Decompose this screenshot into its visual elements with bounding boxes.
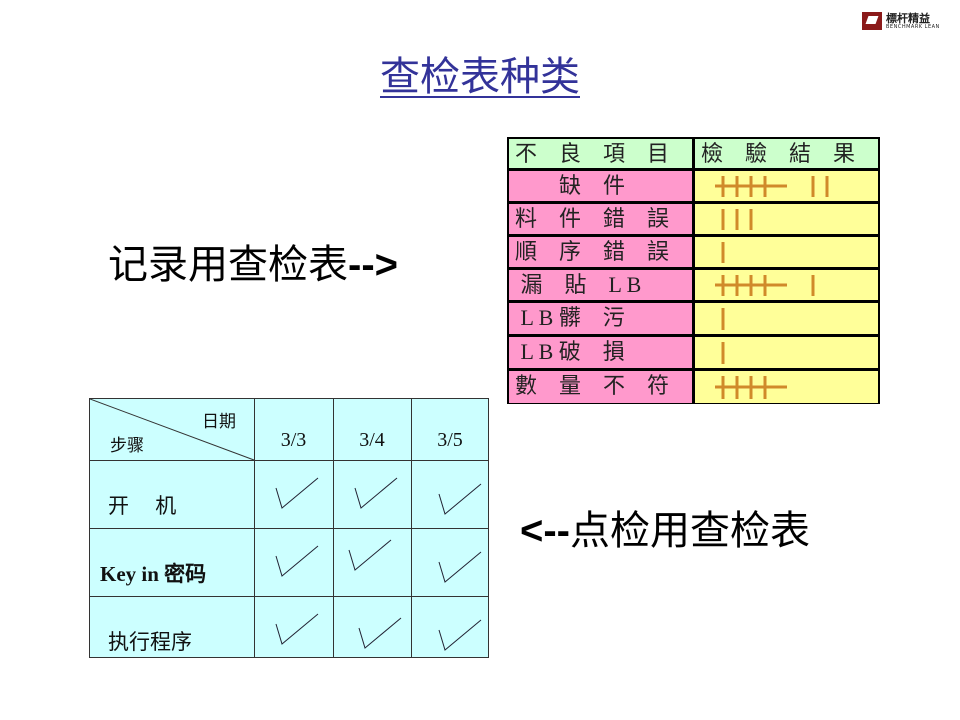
header-cell: 不 良 項 目 [509, 139, 692, 168]
step-label: 执行程序 [108, 630, 192, 654]
title-text: 查检表种类 [380, 54, 580, 100]
tally-marks [715, 176, 829, 197]
tally-marks [721, 242, 725, 263]
tally-result-cell [695, 371, 878, 403]
tally-result-cell [695, 303, 878, 334]
defect-item-cell: 料 件 錯 誤 [509, 204, 692, 234]
corner-date-label: 日期 [202, 412, 236, 432]
checkmark-icon [438, 483, 482, 515]
logo-subtext: BENCHMARK LEAN [886, 24, 940, 30]
step-label: Key in 密码 [100, 562, 207, 586]
checkmark-icon [275, 477, 319, 509]
tally-result-cell [695, 204, 878, 234]
checkmark-icon [275, 545, 319, 577]
record-checklist-table: 不 良 項 目檢 驗 結 果 缺 件料 件 錯 誤順 序 錯 誤 漏 貼 L B… [507, 137, 880, 404]
label-text: 点检用查检表 [570, 508, 810, 554]
row-divider [90, 460, 488, 461]
defect-item-cell: L B 髒 污 [509, 303, 692, 334]
date-header: 3/4 [359, 429, 385, 451]
inspection-checklist-label: <--点检用查检表 [520, 498, 810, 556]
diagonal-divider [90, 399, 255, 461]
inspection-checklist-table: 日期 步骤 3/3 3/4 3/5 开 机 Key in 密码执行程序 [89, 398, 489, 658]
tally-result-cell [695, 237, 878, 267]
defect-item-cell: 漏 貼 L B [509, 270, 692, 300]
row-divider [90, 528, 488, 529]
checkmark-icon [438, 551, 482, 583]
checkmark-icon [348, 539, 392, 571]
checkmark-icon [354, 477, 398, 509]
right-arrow: --> [348, 243, 398, 287]
defect-item-cell: L B 破 損 [509, 337, 692, 368]
label-text: 记录用查检表 [108, 242, 348, 288]
step-label: 开 机 [108, 494, 177, 518]
brand-logo: 標杆精益 BENCHMARK LEAN [862, 10, 954, 34]
record-checklist-label: 记录用查检表--> [108, 232, 398, 290]
date-header: 3/5 [437, 429, 463, 451]
tally-result-cell [695, 337, 878, 368]
tally-marks [715, 275, 815, 296]
tally-result-cell [695, 270, 878, 300]
tally-marks [721, 209, 753, 230]
row-divider [90, 596, 488, 597]
checkmark-icon [358, 617, 402, 649]
page-title: 查检表种类 [0, 44, 960, 102]
tally-result-cell [695, 171, 878, 201]
date-header: 3/3 [280, 429, 307, 451]
left-arrow: <-- [520, 509, 570, 553]
tally-marks [721, 308, 725, 330]
defect-item-cell: 缺 件 [509, 171, 692, 201]
header-cell: 檢 驗 結 果 [695, 139, 878, 168]
logo-text: 標杆精益 [886, 12, 930, 25]
defect-item-cell: 數 量 不 符 [509, 371, 692, 403]
defect-item-cell: 順 序 錯 誤 [509, 237, 692, 267]
logo-icon [862, 12, 882, 30]
checkmark-icon [438, 619, 482, 651]
corner-step-label: 步骤 [110, 436, 144, 456]
checkmark-icon [275, 613, 319, 645]
tally-marks [721, 342, 725, 364]
tally-marks [715, 376, 787, 399]
